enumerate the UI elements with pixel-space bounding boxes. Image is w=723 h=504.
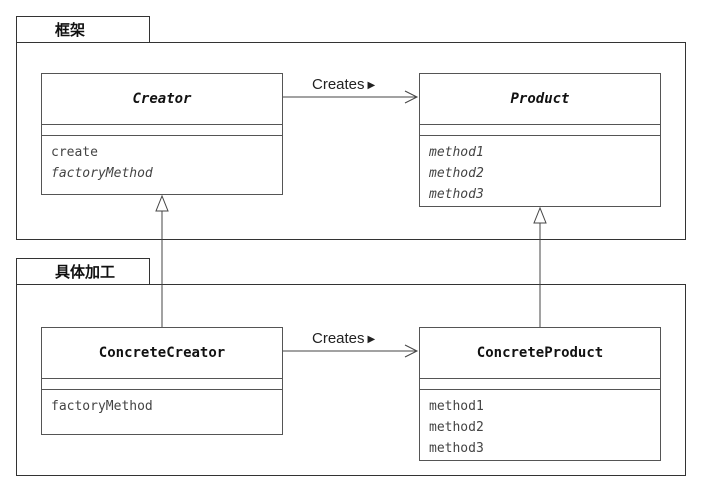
class-concrete-creator: ConcreteCreator factoryMethod xyxy=(41,327,283,435)
methods-concrete-product: method1 method2 method3 xyxy=(420,390,660,459)
package-label-concrete: 具体加工 xyxy=(55,263,116,281)
class-name-concrete-product: ConcreteProduct xyxy=(420,328,660,379)
method-method1: method1 xyxy=(429,399,484,414)
method-method3: method3 xyxy=(429,441,484,456)
inheritance-arrow-product xyxy=(533,206,547,327)
methods-product: method1 method2 method3 xyxy=(420,136,660,205)
method-method2: method2 xyxy=(429,166,484,181)
class-name-product: Product xyxy=(420,74,660,125)
method-method2: method2 xyxy=(429,420,484,435)
method-factory-method: factoryMethod xyxy=(51,166,153,181)
attributes-concrete-creator xyxy=(42,379,282,390)
class-creator: Creator create factoryMethod xyxy=(41,73,283,195)
triangle-right-icon: ▶ xyxy=(367,80,376,91)
attributes-creator xyxy=(42,125,282,136)
attributes-concrete-product xyxy=(420,379,660,390)
creates-arrow-top xyxy=(283,90,419,104)
triangle-right-icon: ▶ xyxy=(367,334,376,345)
attributes-product xyxy=(420,125,660,136)
methods-creator: create factoryMethod xyxy=(42,136,282,184)
package-tab-framework: 框架 xyxy=(16,16,150,43)
class-concrete-product: ConcreteProduct method1 method2 method3 xyxy=(419,327,661,461)
creates-label-top: Creates▶ xyxy=(312,76,375,96)
inheritance-arrow-creator xyxy=(155,194,169,327)
class-product: Product method1 method2 method3 xyxy=(419,73,661,207)
method-factory-method: factoryMethod xyxy=(51,399,153,414)
creates-arrow-bottom xyxy=(283,344,419,358)
creates-text-bottom: Creates xyxy=(312,330,365,347)
class-name-concrete-creator: ConcreteCreator xyxy=(42,328,282,379)
method-create: create xyxy=(51,145,98,160)
class-name-creator: Creator xyxy=(42,74,282,125)
methods-concrete-creator: factoryMethod xyxy=(42,390,282,417)
creates-label-bottom: Creates▶ xyxy=(312,330,375,350)
creates-text-top: Creates xyxy=(312,76,365,93)
package-label-framework: 框架 xyxy=(55,21,86,39)
package-tab-concrete: 具体加工 xyxy=(16,258,150,285)
method-method3: method3 xyxy=(429,187,484,202)
method-method1: method1 xyxy=(429,145,484,160)
